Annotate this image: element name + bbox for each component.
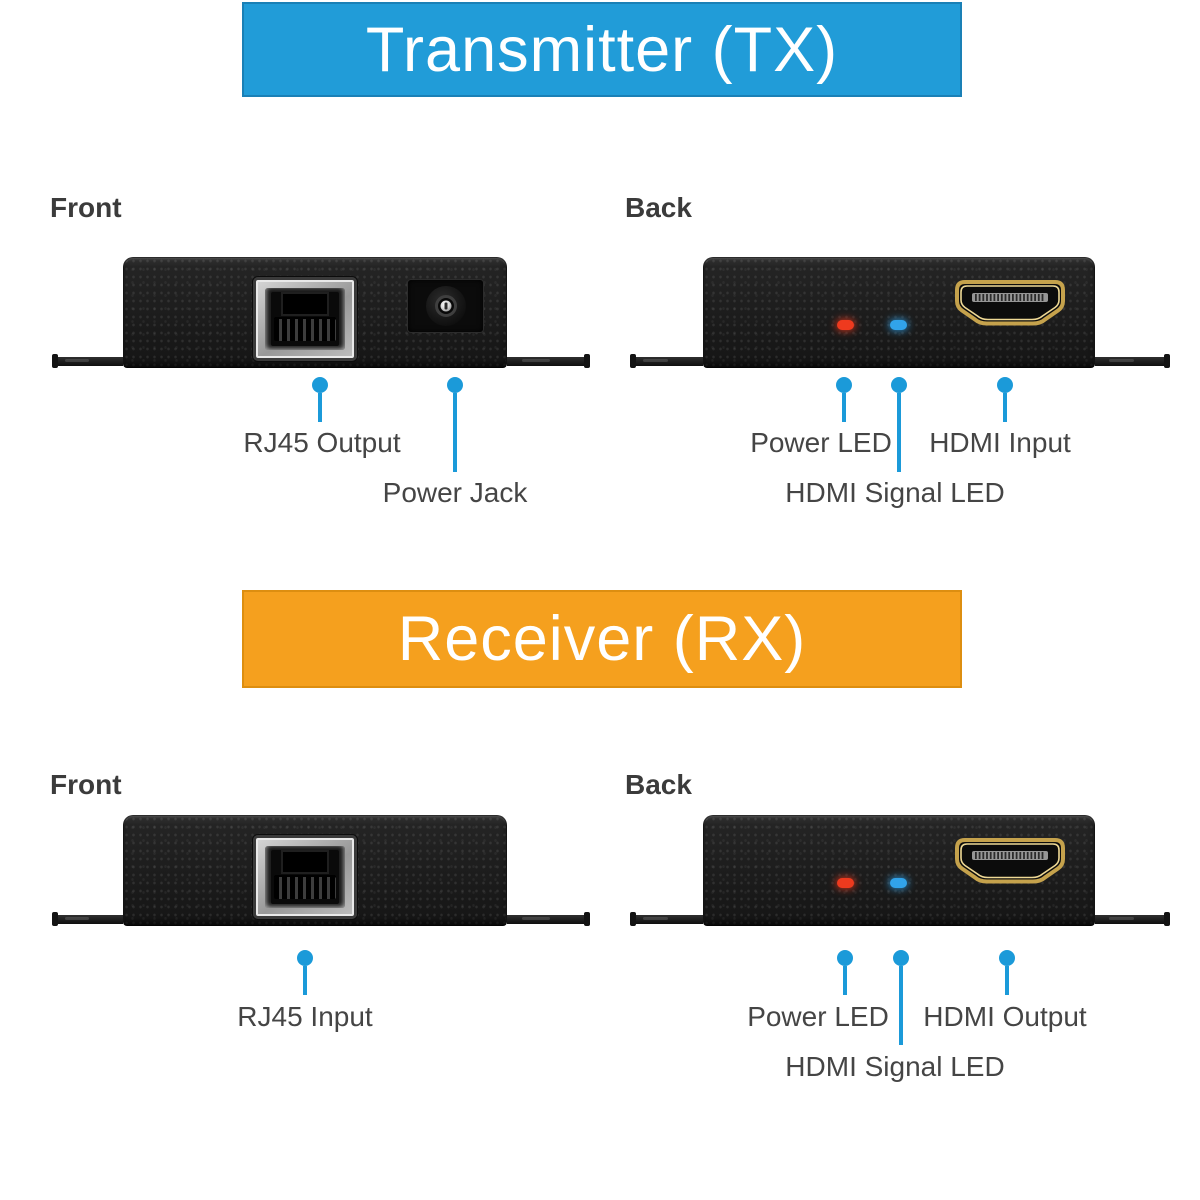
mounting-ear-right: [1095, 912, 1170, 926]
transmitter-banner: Transmitter (TX): [242, 2, 962, 97]
power-led-indicator: [837, 878, 854, 888]
callout-dot-rj45-output: [312, 377, 328, 393]
receiver-banner: Receiver (RX): [242, 590, 962, 688]
tx-front-view-label: Front: [50, 192, 122, 223]
callout-dot-hdmi-output: [999, 950, 1015, 966]
power-jack-pin: [440, 300, 451, 312]
callout-dot-power-jack: [447, 377, 463, 393]
rj45-jack: [271, 292, 339, 346]
power-led-label: Power LED: [750, 427, 892, 458]
callout-dot-hdmi-signal-led: [891, 377, 907, 393]
callout-dot-hdmi-input: [997, 377, 1013, 393]
rx-front-view-label: Front: [50, 769, 122, 800]
callout-stem: [1005, 966, 1009, 995]
rj45-input-label: RJ45 Input: [237, 1001, 373, 1032]
callout-dot-power-led: [836, 377, 852, 393]
transmitter-banner-title: Transmitter (TX): [365, 14, 839, 85]
rj45-cavity: [265, 288, 345, 350]
rj45-jack: [271, 850, 339, 904]
tx-back-chassis: [703, 257, 1095, 368]
tx-back-device: [630, 257, 1170, 368]
rj45-pins: [274, 319, 336, 341]
callout-dot-rj45-input: [297, 950, 313, 966]
power-jack-barrel: [425, 286, 466, 326]
callout-stem: [842, 393, 846, 422]
callout-stem: [453, 393, 457, 472]
callout-stem: [897, 393, 901, 472]
rj45-port: [253, 277, 357, 361]
mounting-ear-left: [630, 354, 703, 368]
rj45-clip-slot: [283, 294, 327, 314]
hdmi-signal-led-indicator: [890, 320, 907, 330]
hdmi-input-label: HDMI Input: [929, 427, 1071, 458]
hdmi-signal-led-indicator: [890, 878, 907, 888]
callout-stem: [318, 393, 322, 422]
callout-stem: [899, 966, 903, 1045]
callout-stem: [303, 966, 307, 995]
mounting-ear-right: [1095, 354, 1170, 368]
rj45-cavity: [265, 846, 345, 908]
power-led-label: Power LED: [747, 1001, 889, 1032]
rj45-port: [253, 835, 357, 919]
hdmi-signal-led-label: HDMI Signal LED: [785, 1051, 1005, 1082]
rx-front-device: [52, 815, 590, 926]
hdmi-port: [955, 280, 1065, 326]
receiver-banner-title: Receiver (RX): [397, 604, 807, 674]
power-jack: [408, 280, 483, 332]
rx-back-view-label: Back: [625, 769, 692, 800]
rj45-output-label: RJ45 Output: [243, 427, 401, 458]
hdmi-output-label: HDMI Output: [923, 1001, 1087, 1032]
callout-stem: [1003, 393, 1007, 422]
mounting-ear-right: [507, 354, 590, 368]
mounting-ear-left: [52, 354, 123, 368]
callout-dot-power-led: [837, 950, 853, 966]
rj45-clip-slot: [283, 852, 327, 872]
mounting-ear-left: [630, 912, 703, 926]
power-led-indicator: [837, 320, 854, 330]
mounting-ear-left: [52, 912, 123, 926]
rx-back-device: [630, 815, 1170, 926]
mounting-ear-right: [507, 912, 590, 926]
hdmi-port: [955, 838, 1065, 884]
hdmi-signal-led-label: HDMI Signal LED: [785, 477, 1005, 508]
tx-front-device: [52, 257, 590, 368]
tx-back-view-label: Back: [625, 192, 692, 223]
callout-stem: [843, 966, 847, 995]
rj45-pins: [274, 877, 336, 899]
power-jack-label: Power Jack: [382, 477, 528, 508]
callout-dot-hdmi-signal-led: [893, 950, 909, 966]
